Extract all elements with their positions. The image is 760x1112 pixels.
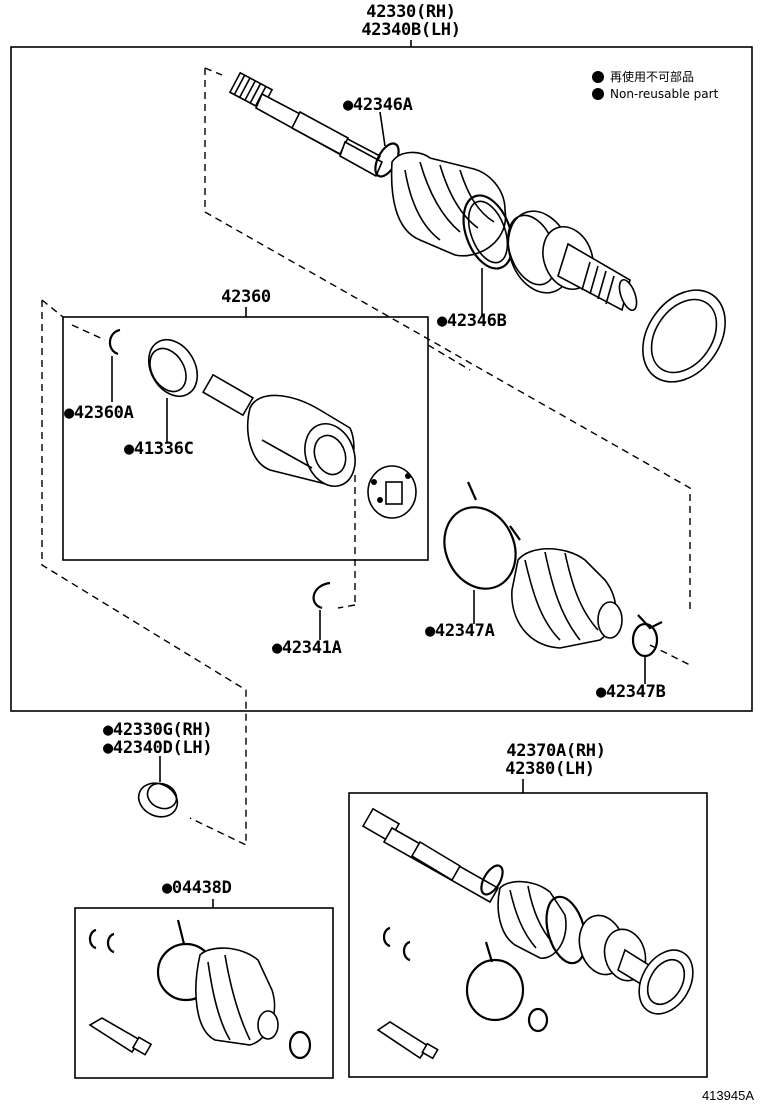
alt-assembly-frame: [348, 792, 708, 1078]
label-42346A[interactable]: ●42346A: [343, 95, 413, 115]
legend-item-jp: 再使用不可部品: [592, 69, 718, 86]
label-boot-kit[interactable]: ●04438D: [162, 878, 232, 898]
label-42341A[interactable]: ●42341A: [272, 638, 342, 658]
joint-dashed-outline: [41, 299, 691, 847]
legend-text-en: Non-reusable part: [610, 87, 719, 101]
label-alt-rh[interactable]: 42370A(RH): [506, 741, 606, 761]
legend-item-en: Non-reusable part: [592, 86, 718, 103]
label-42347A[interactable]: ●42347A: [425, 621, 495, 641]
shaft-dashed-outline: [204, 67, 691, 610]
label-main-rh[interactable]: 42330(RH): [366, 2, 456, 22]
label-kit-lh[interactable]: ●42340D(LH): [103, 738, 213, 758]
boot-kit-frame: [74, 907, 334, 1079]
filled-circle-icon: [592, 88, 604, 100]
boot-kit-illustration: [88, 919, 312, 1060]
label-42360A[interactable]: ●42360A: [64, 403, 134, 423]
label-kit-rh[interactable]: ●42330G(RH): [103, 720, 213, 740]
label-42347B[interactable]: ●42347B: [596, 682, 666, 702]
label-main-lh[interactable]: 42340B(LH): [361, 20, 461, 40]
label-42346B[interactable]: ●42346B: [437, 311, 507, 331]
figure-code: 413945A: [701, 1088, 754, 1103]
label-41336C[interactable]: ●41336C: [124, 439, 194, 459]
label-alt-lh[interactable]: 42380(LH): [505, 759, 595, 779]
drive-shaft-illustration: [228, 71, 726, 383]
legend: 再使用不可部品 Non-reusable part: [592, 69, 718, 103]
filled-circle-icon: [592, 71, 604, 83]
main-assembly-frame: [10, 46, 753, 712]
kit-ring-illustration: [137, 756, 179, 818]
boot-clamp-illustration: [443, 481, 663, 684]
alt-drive-shaft-illustration: [361, 807, 694, 1060]
label-inner-joint[interactable]: 42360: [221, 287, 271, 307]
inner-joint-illustration: [108, 328, 417, 640]
legend-text-jp: 再使用不可部品: [610, 70, 695, 84]
